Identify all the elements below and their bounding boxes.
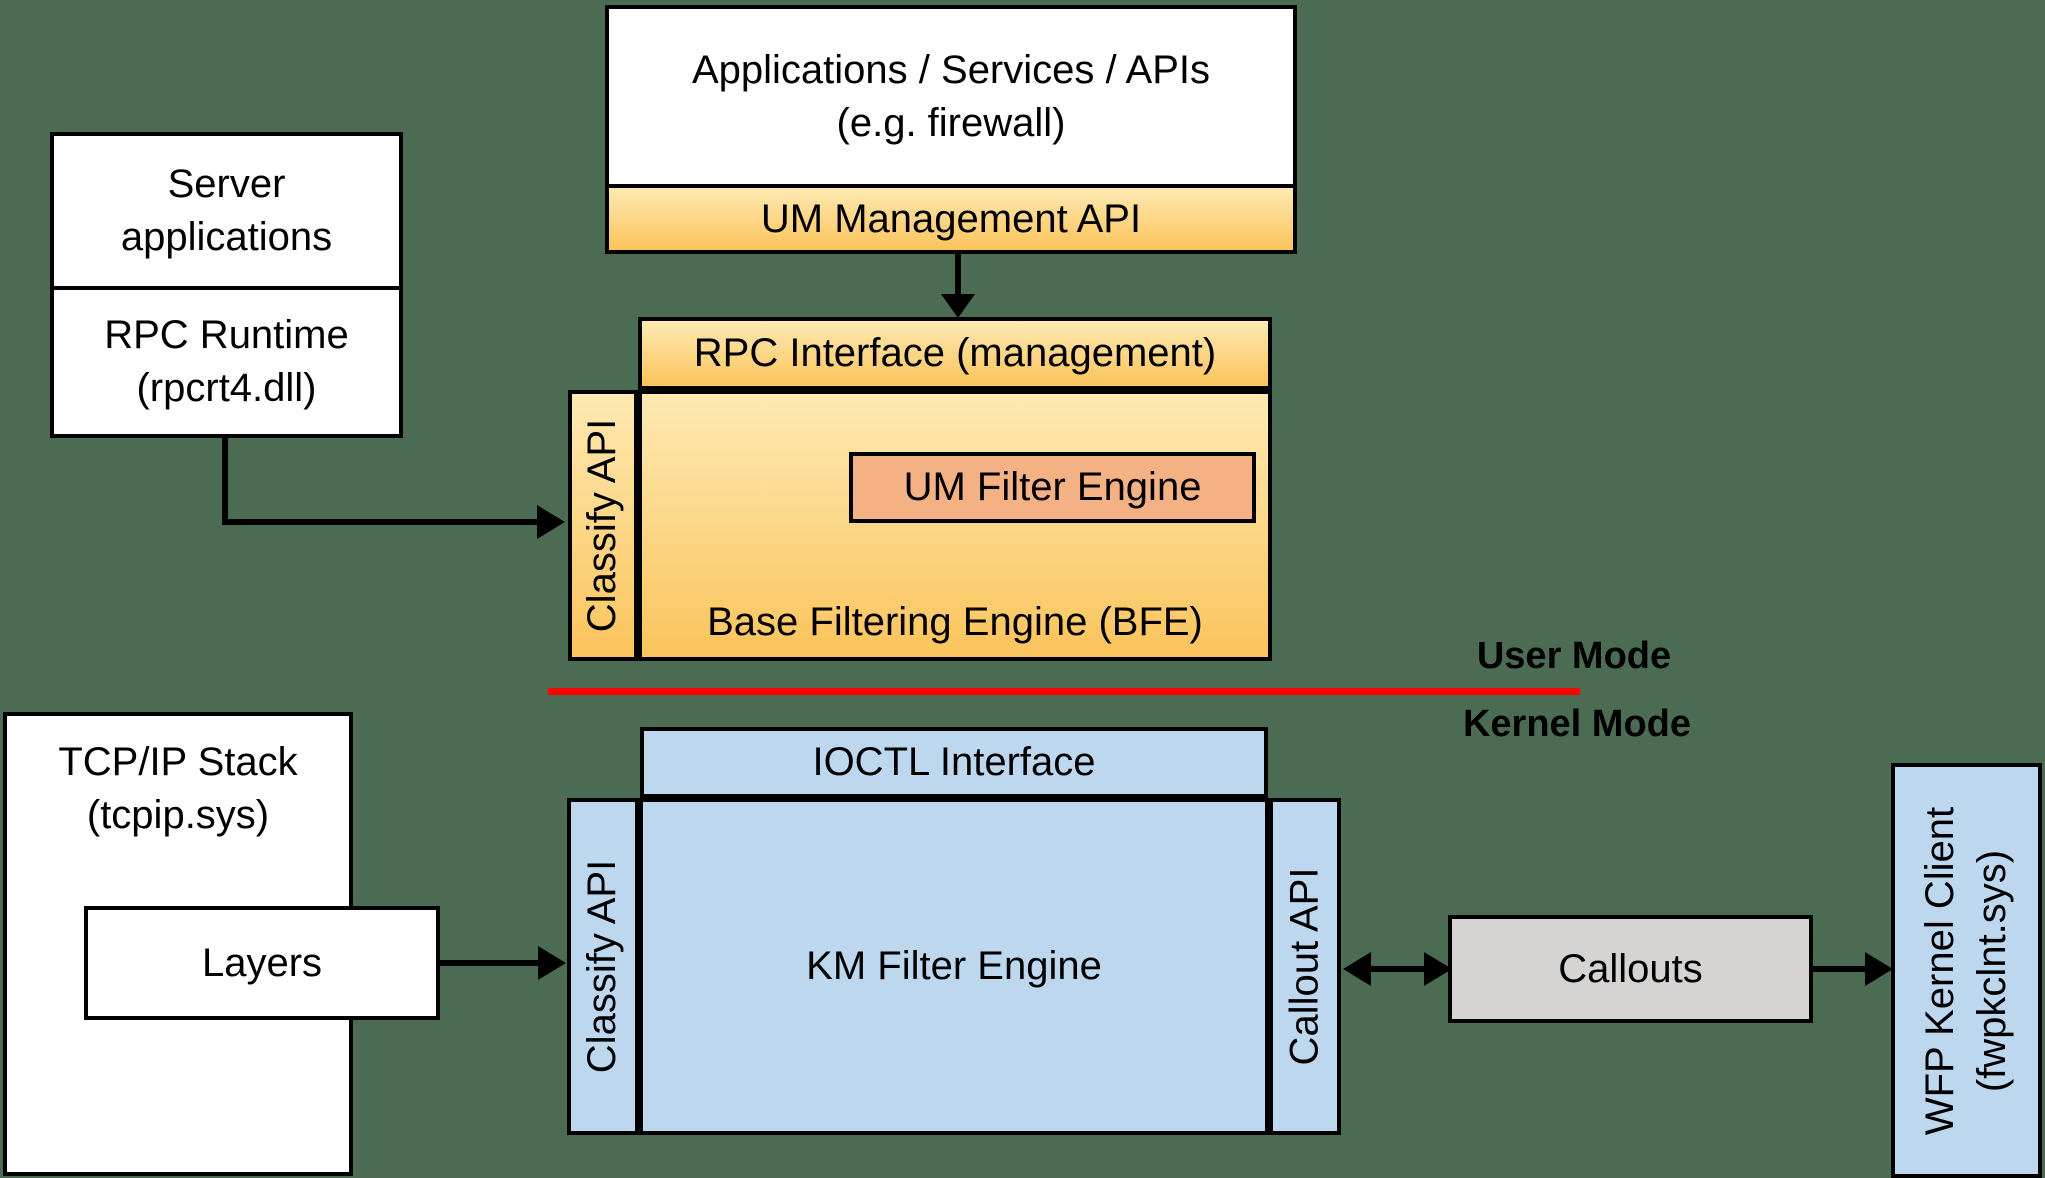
- rpc-runtime-line2: (rpcrt4.dll): [136, 366, 317, 410]
- tcpip-line1: TCP/IP Stack: [58, 740, 298, 784]
- wfp-line2: (fwpkclnt.sys): [1970, 849, 2015, 1092]
- server-applications-label: Server applications: [54, 136, 399, 286]
- applications-services-line1: Applications / Services / APIs: [691, 47, 1210, 92]
- arrow-horizontal-shaft: [222, 519, 538, 525]
- rpc-interface-bar: RPC Interface (management): [638, 317, 1272, 390]
- callout-api-label: Callout API: [1282, 867, 1327, 1066]
- ioctl-interface-bar: IOCTL Interface: [640, 727, 1268, 798]
- applications-services-box: Applications / Services / APIs (e.g. fir…: [605, 5, 1297, 254]
- applications-services-label: Applications / Services / APIs (e.g. fir…: [609, 9, 1293, 184]
- rpc-interface-label: RPC Interface (management): [693, 331, 1217, 376]
- callouts-box: Callouts: [1448, 915, 1813, 1023]
- rpc-runtime-line1: RPC Runtime: [104, 313, 349, 358]
- tcpip-line2: (tcpip.sys): [86, 792, 270, 837]
- server-apps-line1: Server: [167, 162, 286, 207]
- wfp-line1: WFP Kernel Client: [1918, 806, 1963, 1135]
- bfe-label: Base Filtering Engine (BFE): [707, 600, 1203, 645]
- um-management-api-label: UM Management API: [760, 196, 1142, 241]
- user-mode-label: User Mode: [1476, 635, 1672, 677]
- km-filter-engine-label: KM Filter Engine: [806, 944, 1102, 989]
- classify-api-strip-kernel: Classify API: [567, 798, 639, 1135]
- arrow-right-head: [1865, 952, 1893, 986]
- bfe-box: UM Filter Engine Base Filtering Engine (…: [638, 390, 1272, 661]
- callout-api-strip: Callout API: [1269, 798, 1341, 1135]
- arrow-shaft: [440, 960, 540, 966]
- arrow-vertical-shaft: [222, 438, 228, 525]
- arrow-shaft: [1813, 966, 1867, 972]
- mode-divider-line: [548, 688, 1580, 695]
- arrow-shaft: [1369, 966, 1426, 972]
- kernel-mode-label: Kernel Mode: [1462, 703, 1692, 745]
- um-management-api-bar: UM Management API: [609, 184, 1293, 250]
- um-filter-engine-label: UM Filter Engine: [903, 465, 1202, 510]
- arrow-down-head: [941, 294, 975, 318]
- wfp-kernel-client-box: WFP Kernel Client (fwpkclnt.sys): [1891, 763, 2042, 1178]
- classify-api-label-kernel: Classify API: [580, 859, 625, 1074]
- classify-api-label-usermode: Classify API: [580, 418, 625, 633]
- arrow-right-head: [538, 946, 566, 980]
- arrow-left-head: [1343, 952, 1371, 986]
- arrow-right-head: [537, 505, 565, 539]
- layers-box: Layers: [84, 906, 440, 1020]
- tcpip-stack-label: TCP/IP Stack (tcpip.sys): [7, 716, 349, 842]
- server-applications-box: Server applications RPC Runtime (rpcrt4.…: [50, 132, 403, 438]
- layers-label: Layers: [201, 940, 323, 985]
- rpc-runtime-section: RPC Runtime (rpcrt4.dll): [54, 286, 399, 434]
- server-apps-line2: applications: [120, 215, 333, 259]
- wfp-kernel-client-label: WFP Kernel Client (fwpkclnt.sys): [1915, 806, 2019, 1134]
- um-filter-engine-box: UM Filter Engine: [849, 452, 1256, 523]
- ioctl-interface-label: IOCTL Interface: [812, 740, 1096, 785]
- arrow-shaft: [955, 254, 961, 296]
- callouts-label: Callouts: [1558, 946, 1703, 991]
- arrow-right-head: [1424, 952, 1452, 986]
- km-filter-engine-box: KM Filter Engine: [639, 798, 1269, 1135]
- applications-services-line2: (e.g. firewall): [836, 100, 1066, 145]
- classify-api-strip-usermode: Classify API: [568, 390, 638, 661]
